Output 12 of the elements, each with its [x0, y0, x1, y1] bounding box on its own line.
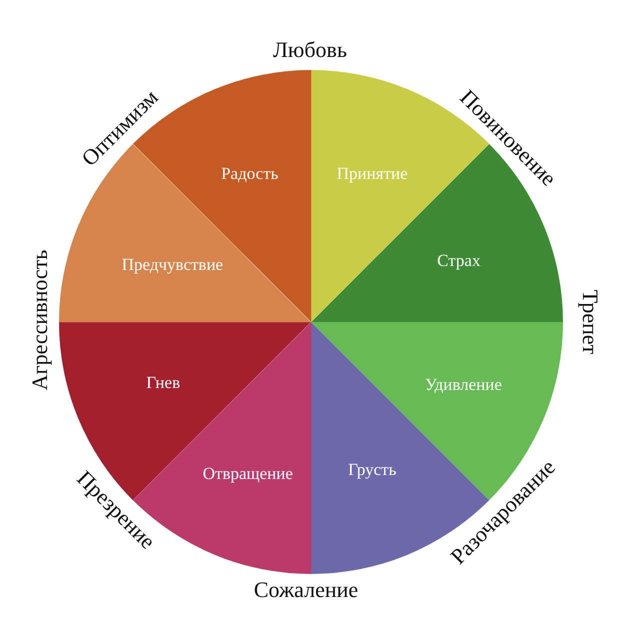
segment-label: Страх [437, 250, 480, 271]
outer-label: Сожаление [254, 577, 358, 603]
segment-label: Радость [221, 164, 278, 184]
segment-label: Отвращение [202, 464, 293, 484]
segment-label: Удивление [424, 375, 502, 396]
segment-label: Гнев [146, 373, 180, 394]
outer-label: Любовь [273, 37, 347, 63]
segment-label: Принятие [336, 164, 408, 184]
outer-label: Агрессивность [27, 250, 53, 390]
segment-label: Предчувствие [122, 254, 224, 275]
outer-label: Трепет [577, 290, 603, 354]
segment-label: Грусть [348, 460, 396, 480]
